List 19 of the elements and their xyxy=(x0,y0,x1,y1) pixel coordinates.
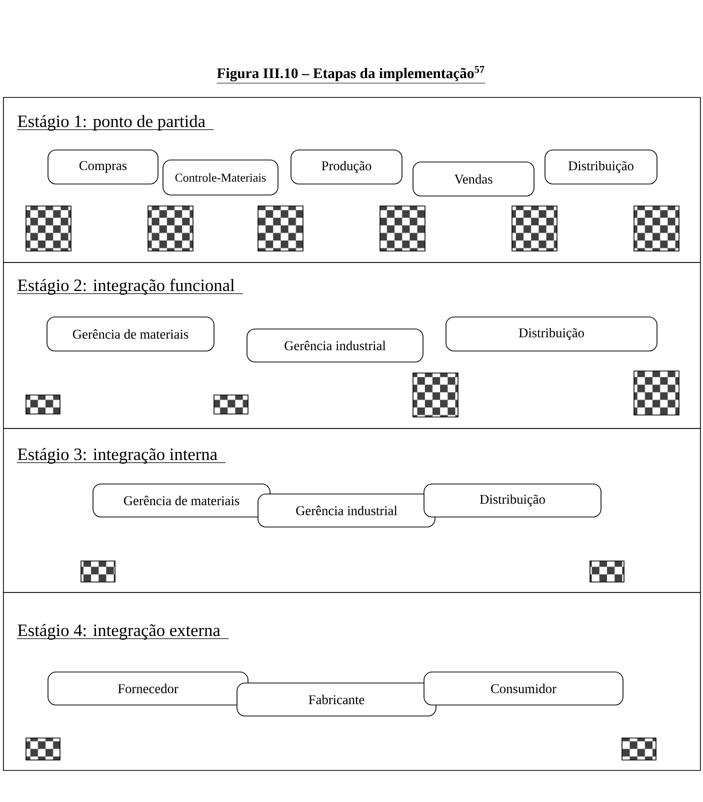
process-box: Produção xyxy=(290,150,402,184)
stage-heading: Estágio 4: integração externa xyxy=(18,624,220,640)
process-box: Gerência de materiais xyxy=(46,316,214,352)
stage-heading: Estágio 1: ponto de partida xyxy=(18,114,206,131)
process-box: Fabricante xyxy=(236,682,436,716)
stage-heading: Estágio 3: integração interna xyxy=(18,448,218,464)
process-box: Gerência industrial xyxy=(246,328,424,362)
figure-title: Figura III.10 – Etapas da implementação$^{57}$ xyxy=(216,66,486,84)
process-box: Gerência de materiais xyxy=(92,484,270,518)
process-box: Distribuição xyxy=(424,484,602,518)
process-box: Distribuição xyxy=(446,316,658,352)
process-box: Gerência industrial xyxy=(258,494,436,528)
process-box: Controle-Materiais xyxy=(162,160,278,196)
process-box: Fornecedor xyxy=(48,672,248,706)
process-box: Vendas xyxy=(412,162,534,196)
process-box: Compras xyxy=(48,150,158,184)
process-box: Consumidor xyxy=(424,672,624,706)
stage-heading: Estágio 2: integração funcional xyxy=(18,278,234,295)
process-box: Distribuição xyxy=(544,150,658,184)
